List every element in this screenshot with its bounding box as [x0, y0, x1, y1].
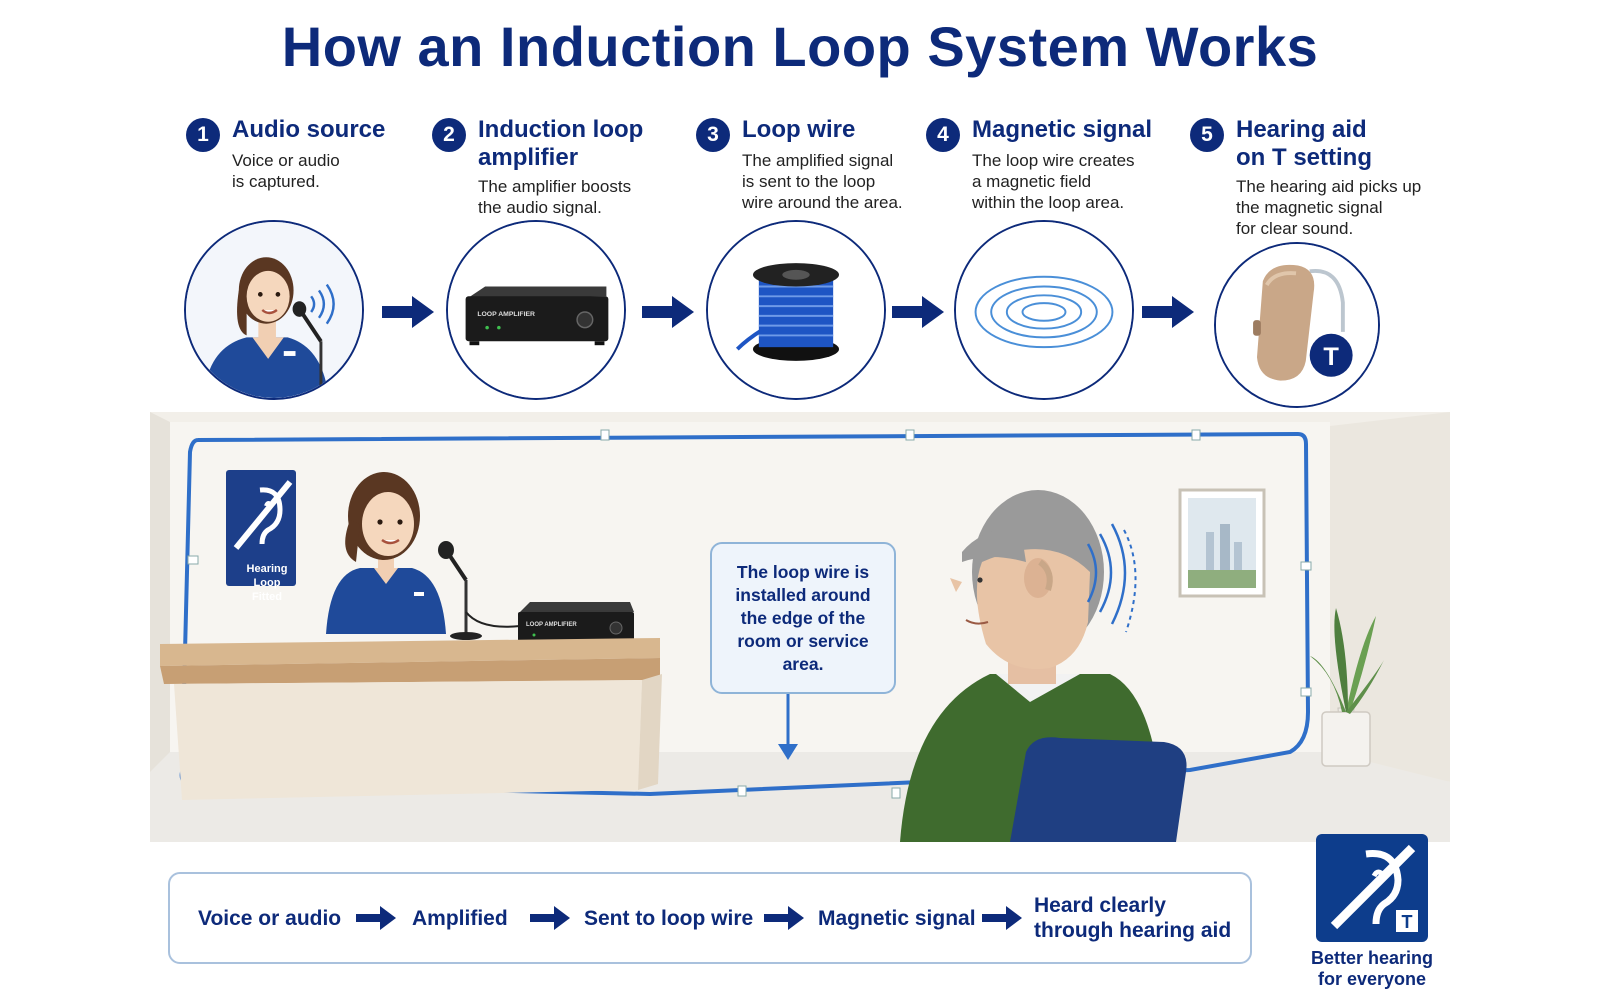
arrow-right-icon [382, 296, 434, 328]
flow-step: Heard clearly through hearing aid [1034, 894, 1232, 942]
step-number: 4 [926, 118, 960, 152]
wire-spool-icon [706, 220, 886, 400]
arrow-right-icon [642, 296, 694, 328]
arrow-right-icon [892, 296, 944, 328]
woman-speaking-icon [184, 220, 364, 400]
hearing-aid-icon: T [1214, 242, 1380, 408]
svg-text:T: T [1402, 912, 1413, 932]
arrow-right-icon [982, 906, 1022, 930]
step-title: Magnetic signal [972, 116, 1153, 143]
step-title: Loop wire [742, 116, 856, 143]
desk-amplifier [518, 612, 634, 644]
flow-step: Magnetic signal [818, 906, 976, 930]
page-title: How an Induction Loop System Works [281, 15, 1319, 78]
step-number: 5 [1190, 118, 1224, 152]
svg-text:LOOP AMPLIFIER: LOOP AMPLIFIER [526, 622, 577, 628]
arrow-right-icon [764, 906, 804, 930]
arrow-right-icon [356, 906, 396, 930]
step-number: 2 [432, 118, 466, 152]
reception-desk [160, 638, 660, 666]
flow-step: Voice or audio [198, 906, 342, 930]
loop-wire-callout: The loop wire is installed around the ed… [710, 542, 896, 694]
arrow-right-icon [530, 906, 570, 930]
hearing-loop-logo-icon: T [1316, 834, 1428, 942]
magnetic-field-icon [954, 220, 1134, 400]
room-scene: LOOP AMPLIFIER [150, 412, 1450, 842]
summary-flow: Voice or audio Amplified Sent to loop wi… [168, 872, 1252, 964]
step-number: 1 [186, 118, 220, 152]
step-title: Audio source [232, 116, 386, 143]
microphone-icon [438, 541, 454, 559]
svg-text:T: T [1323, 343, 1339, 371]
step-number: 3 [696, 118, 730, 152]
svg-text:LOOP AMPLIFIER: LOOP AMPLIFIER [477, 311, 535, 318]
flow-step: Sent to loop wire [584, 906, 754, 930]
chair [1010, 737, 1187, 842]
flow-step: Amplified [412, 906, 508, 930]
loop-wire [179, 431, 1311, 797]
loop-amplifier-icon: LOOP AMPLIFIER [446, 220, 626, 400]
arrow-right-icon [1142, 296, 1194, 328]
